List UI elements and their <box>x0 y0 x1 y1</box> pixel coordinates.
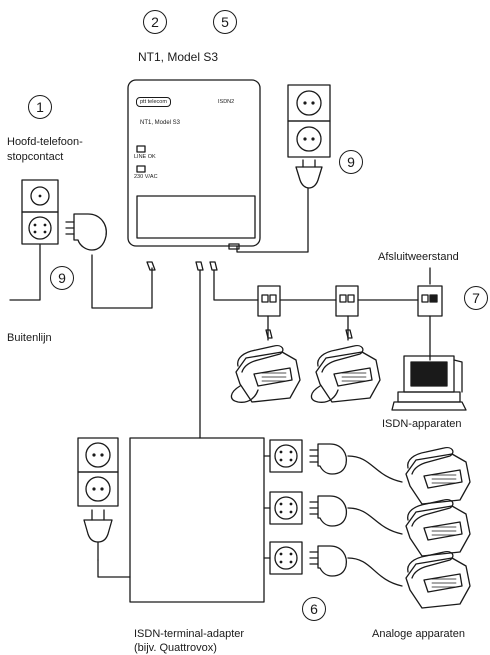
phone-plug-left <box>65 213 107 251</box>
isdn-bus-wire <box>213 269 419 301</box>
nt1-led-power-label: 230 V/AC <box>134 174 158 180</box>
nt1-cover-panel <box>136 195 256 239</box>
analog-telephone-3 <box>405 550 471 609</box>
isdn-computer <box>391 355 467 411</box>
callout-9-wall: 9 <box>50 266 74 290</box>
nt1-brand-logo: ptt telecom <box>136 97 171 107</box>
isdn-plugs <box>265 329 353 339</box>
analog-sockets <box>269 439 303 575</box>
power-plug-ta <box>83 509 113 561</box>
ta-power-wire <box>97 559 131 578</box>
nt1-port-label: ISDN2 <box>218 99 235 105</box>
nt1-housing <box>127 79 261 247</box>
power-plug-nt1 <box>295 159 323 189</box>
nt1-title: NT1, Model S3 <box>138 50 219 64</box>
wall-plug-to-nt1-wire <box>91 254 153 309</box>
nt1-led-line-ok-label: LINE OK <box>134 154 156 160</box>
line-ok-led <box>136 145 146 153</box>
ta-to-socket-wires <box>263 455 271 559</box>
nt1-model-label: NT1, Model S3 <box>140 120 181 126</box>
isdn-devices-label: ISDN-apparaten <box>382 418 462 430</box>
callout-7: 7 <box>464 286 488 310</box>
rj45-plugs <box>146 261 218 271</box>
isdn-telephone-1 <box>230 344 301 403</box>
callout-5: 5 <box>213 10 237 34</box>
callout-2: 2 <box>143 10 167 34</box>
socket-power-outlet-face <box>30 186 50 206</box>
nt1-device <box>127 79 261 271</box>
wall-socket-label-line1: Hoofd-telefoon- <box>7 136 83 148</box>
analog-plugs <box>309 443 348 577</box>
analog-telephone-2 <box>405 498 471 557</box>
wall-socket-label-line2: stopcontact <box>7 151 64 163</box>
power-led <box>136 165 146 173</box>
analog-devices-label: Analoge apparaten <box>372 628 465 640</box>
terminator-label: Afsluitweerstand <box>378 251 459 263</box>
nt1-power-inlet <box>228 243 240 250</box>
analog-telephone-1 <box>405 446 471 505</box>
callout-1: 1 <box>28 95 52 119</box>
isdn-telephone-2 <box>310 344 381 403</box>
power-outlet-ta <box>77 437 119 507</box>
power-outlet-nt1 <box>287 84 331 158</box>
terminal-adapter <box>129 437 265 603</box>
outside-line-wire <box>9 244 41 301</box>
callout-6: 6 <box>302 597 326 621</box>
outside-line-label: Buitenlijn <box>7 332 52 344</box>
socket-phone-outlet <box>21 211 59 245</box>
callout-9-nt1: 9 <box>339 150 363 174</box>
wires <box>9 187 431 587</box>
analog-phone-cords <box>347 455 403 587</box>
isdn-connection-boxes <box>257 267 443 339</box>
terminal-adapter-label-line2: (bijv. Quattrovox) <box>134 642 217 654</box>
socket-phone-outlet-face <box>28 216 52 240</box>
terminator-box <box>417 285 443 317</box>
nt1-power-wire <box>236 187 309 253</box>
wall-socket <box>21 179 59 245</box>
terminal-adapter-label-line1: ISDN-terminal-adapter <box>134 628 245 640</box>
